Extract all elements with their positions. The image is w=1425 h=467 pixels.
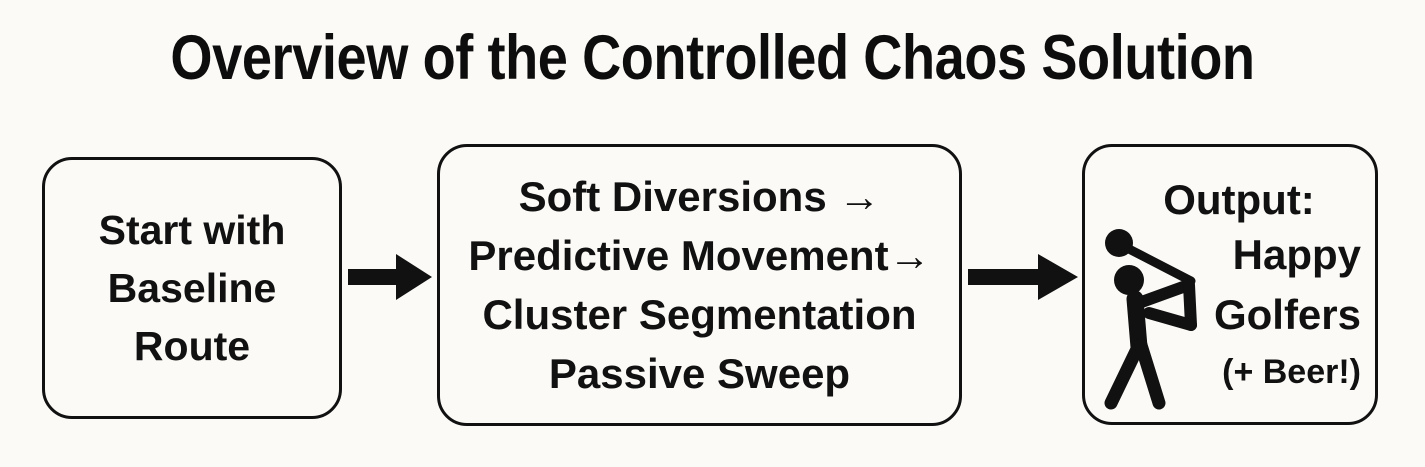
- process-node-line-3: Cluster Segmentation: [482, 291, 917, 338]
- process-node-line-4: Passive Sweep: [548, 350, 851, 397]
- arrow-process-to-output: [968, 250, 1078, 304]
- process-node-line-1: Soft Diversions →: [518, 173, 881, 220]
- output-text-stack: Happy Golfers (+ Beer!): [1214, 225, 1361, 399]
- start-node-line-1: Start with: [98, 207, 286, 253]
- process-node-line-2: Predictive Movement→: [468, 232, 931, 279]
- output-node-title: Output:: [1163, 176, 1315, 223]
- output-node-line-1: Happy: [1232, 231, 1361, 278]
- start-node-line-2: Baseline: [107, 265, 277, 311]
- start-node-line-3: Route: [133, 323, 251, 369]
- arrow-right-icon: [348, 254, 432, 300]
- arrow-right-icon: [968, 254, 1078, 300]
- start-node[interactable]: Start with Baseline Route: [42, 157, 342, 419]
- golfer-icon: [1099, 227, 1231, 417]
- output-node-note: (+ Beer!): [1222, 353, 1361, 391]
- output-node-line-2: Golfers: [1213, 291, 1361, 338]
- process-node[interactable]: Soft Diversions → Predictive Movement→ C…: [437, 144, 962, 426]
- output-node[interactable]: Output:: [1082, 144, 1378, 425]
- arrow-start-to-process: [348, 250, 432, 304]
- page-title: Overview of the Controlled Chaos Solutio…: [170, 23, 1255, 93]
